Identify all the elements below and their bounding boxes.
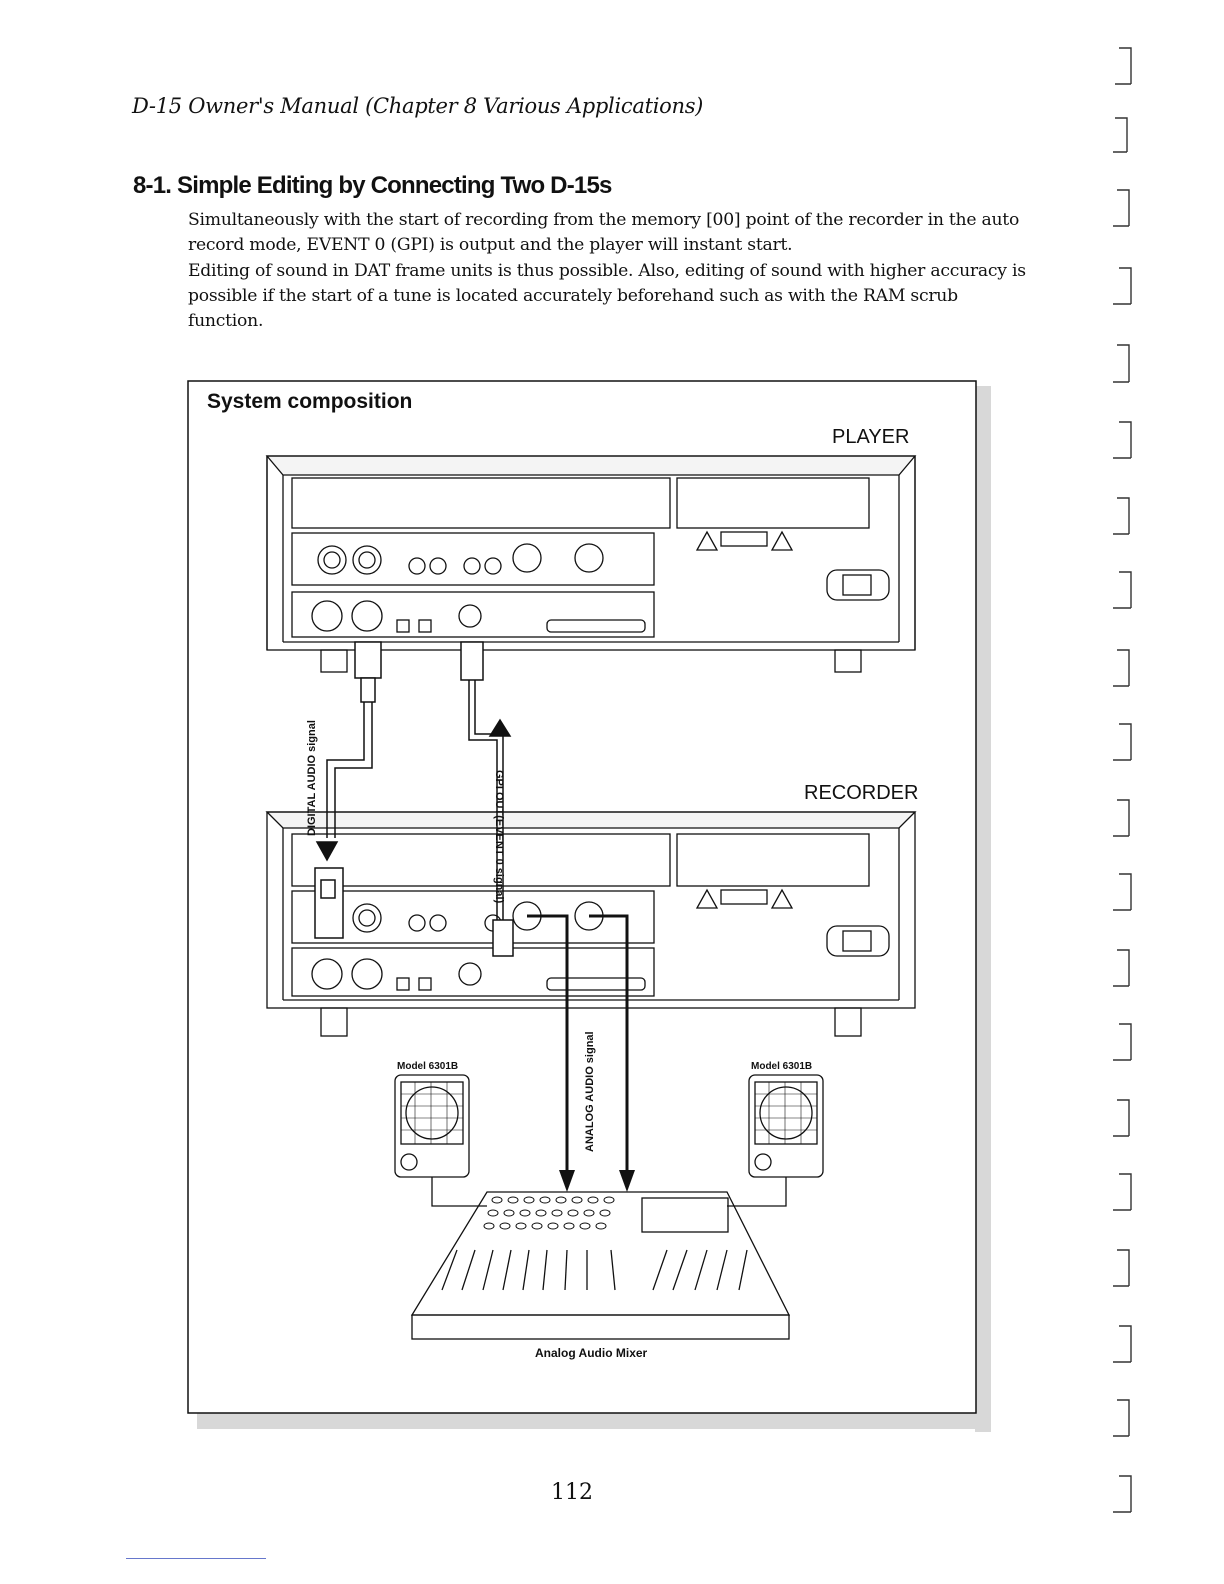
section-body: Simultaneously with the start of recordi… xyxy=(188,208,1028,334)
recorder-label: RECORDER xyxy=(804,782,919,804)
binding-margin-marks xyxy=(1113,47,1132,1513)
system-diagram xyxy=(187,380,991,1432)
mixer-knobs xyxy=(483,1196,615,1230)
section-title: 8-1. Simple Editing by Connecting Two D-… xyxy=(133,172,612,199)
player-label: PLAYER xyxy=(832,426,910,448)
left-speaker xyxy=(394,1074,487,1207)
figure-title: System composition xyxy=(207,390,413,413)
analog-mixer xyxy=(410,1191,791,1340)
figure-shadow-right xyxy=(975,386,991,1432)
footer-rule xyxy=(126,1558,266,1559)
speaker-right-label: Model 6301B xyxy=(751,1061,813,1072)
running-head: D-15 Owner's Manual (Chapter 8 Various A… xyxy=(132,94,704,118)
figure-shadow-bottom xyxy=(197,1413,991,1429)
analog-audio-cables xyxy=(527,914,635,1192)
page-number: 112 xyxy=(551,1480,593,1505)
speaker-left-label: Model 6301B xyxy=(397,1061,459,1072)
speaker-grilles xyxy=(401,1082,817,1144)
digital-audio-cable xyxy=(314,641,382,939)
figure-frame xyxy=(187,380,977,1414)
player-unit xyxy=(265,455,917,673)
body-paragraph-2: Editing of sound in DAT frame units is t… xyxy=(188,260,1026,332)
body-paragraph-1: Simultaneously with the start of recordi… xyxy=(188,210,1020,256)
recorder-unit xyxy=(265,811,917,1037)
gpi-cable xyxy=(460,641,514,957)
gpi-label: GPI OUT(EVENT 0 signal) xyxy=(493,770,505,904)
mixer-label: Analog Audio Mixer xyxy=(535,1346,648,1360)
analog-audio-label: ANALOG AUDIO signal xyxy=(584,1031,596,1152)
system-composition-figure: System composition PLAYER RECORDER DIGIT… xyxy=(187,380,995,1432)
right-speaker xyxy=(727,1074,824,1207)
digital-audio-label: DIGITAL AUDIO signal xyxy=(306,720,318,836)
